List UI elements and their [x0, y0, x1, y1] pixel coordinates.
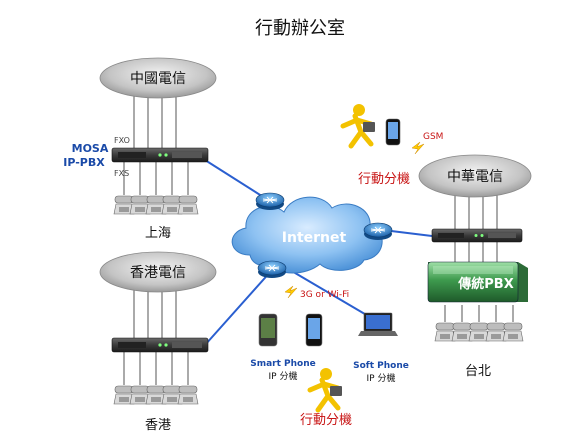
- smart-phone-android: [258, 313, 278, 347]
- city-label-hongkong: 香港: [145, 418, 171, 433]
- desk-phone-icon: [485, 322, 507, 342]
- gsm-label: GSM: [423, 132, 443, 142]
- link-softphone: [289, 269, 376, 321]
- traditional-pbx: 傳統PBX: [427, 261, 528, 303]
- carrier-hk-telecom-label: 香港電信: [130, 265, 186, 281]
- city-label-taipei: 台北: [465, 364, 491, 379]
- internet-label: Internet: [282, 230, 347, 246]
- soft-phone-label: Soft Phone: [353, 361, 409, 371]
- desk-phone-icon: [502, 322, 524, 342]
- desk-phone-icon: [434, 322, 456, 342]
- soft-phone-ip-extension-label: IP 分機: [367, 372, 396, 384]
- gsm-phone: [385, 118, 401, 146]
- mobile-user-top-figure: [340, 104, 375, 149]
- mosa-brand-label: MOSA: [72, 142, 109, 155]
- carrier-china-telecom-label: 中國電信: [130, 71, 186, 87]
- soft-phone-laptop: [358, 312, 398, 336]
- desk-phones-shanghai: [113, 195, 199, 215]
- router-top-left: [255, 192, 285, 210]
- smart-phone-label: Smart Phone: [250, 359, 316, 369]
- wireless-label: 3G or Wi-Fi: [300, 290, 349, 300]
- desk-phone-icon: [129, 385, 151, 405]
- mobile-extension-top-label: 行動分機: [358, 172, 410, 187]
- mobile-user-bottom-figure: [307, 368, 342, 413]
- desk-phone-icon: [113, 195, 135, 215]
- desk-phone-icon: [451, 322, 473, 342]
- traditional-pbx-label: 傳統PBX: [457, 276, 513, 292]
- fxs-label: FXS: [114, 169, 129, 178]
- desk-phone-icon: [468, 322, 490, 342]
- desk-phone-icon: [161, 195, 183, 215]
- link-shanghai-router: [204, 159, 269, 201]
- city-label-shanghai: 上海: [145, 226, 171, 241]
- mosa-device-taipei: [431, 228, 523, 243]
- desk-phone-icon: [161, 385, 183, 405]
- lightning-gsm-icon: [411, 141, 425, 155]
- desk-phone-icon: [177, 195, 199, 215]
- mosa-device-shanghai: [111, 147, 209, 163]
- desk-phone-icon: [177, 385, 199, 405]
- carrier-china-telecom: 中國電信: [99, 57, 217, 99]
- mosa-device-hongkong: [111, 337, 209, 353]
- desk-phone-icon: [145, 385, 167, 405]
- desk-phone-icon: [145, 195, 167, 215]
- diagram-title: 行動辦公室: [255, 18, 345, 39]
- carrier-lines: [123, 92, 514, 385]
- smart-phone-iphone: [305, 313, 323, 347]
- carrier-chunghwa-telecom-label: 中華電信: [447, 169, 503, 185]
- router-bottom-left: [257, 260, 287, 278]
- router-right: [363, 222, 393, 240]
- desk-phones-hongkong: [113, 385, 199, 405]
- internet-cloud: Internet: [231, 196, 383, 274]
- smart-phone-ip-extension-label: IP 分機: [269, 370, 298, 382]
- carrier-chunghwa-telecom: 中華電信: [418, 154, 532, 198]
- desk-phones-taipei: [434, 322, 524, 342]
- lightning-wireless-icon: [284, 285, 298, 299]
- link-hongkong-router: [204, 269, 273, 346]
- mobile-extension-bottom-label: 行動分機: [300, 413, 352, 428]
- mosa-product-label: IP-PBX: [63, 156, 105, 169]
- carrier-hk-telecom: 香港電信: [99, 251, 217, 293]
- fxo-label: FXO: [114, 136, 130, 145]
